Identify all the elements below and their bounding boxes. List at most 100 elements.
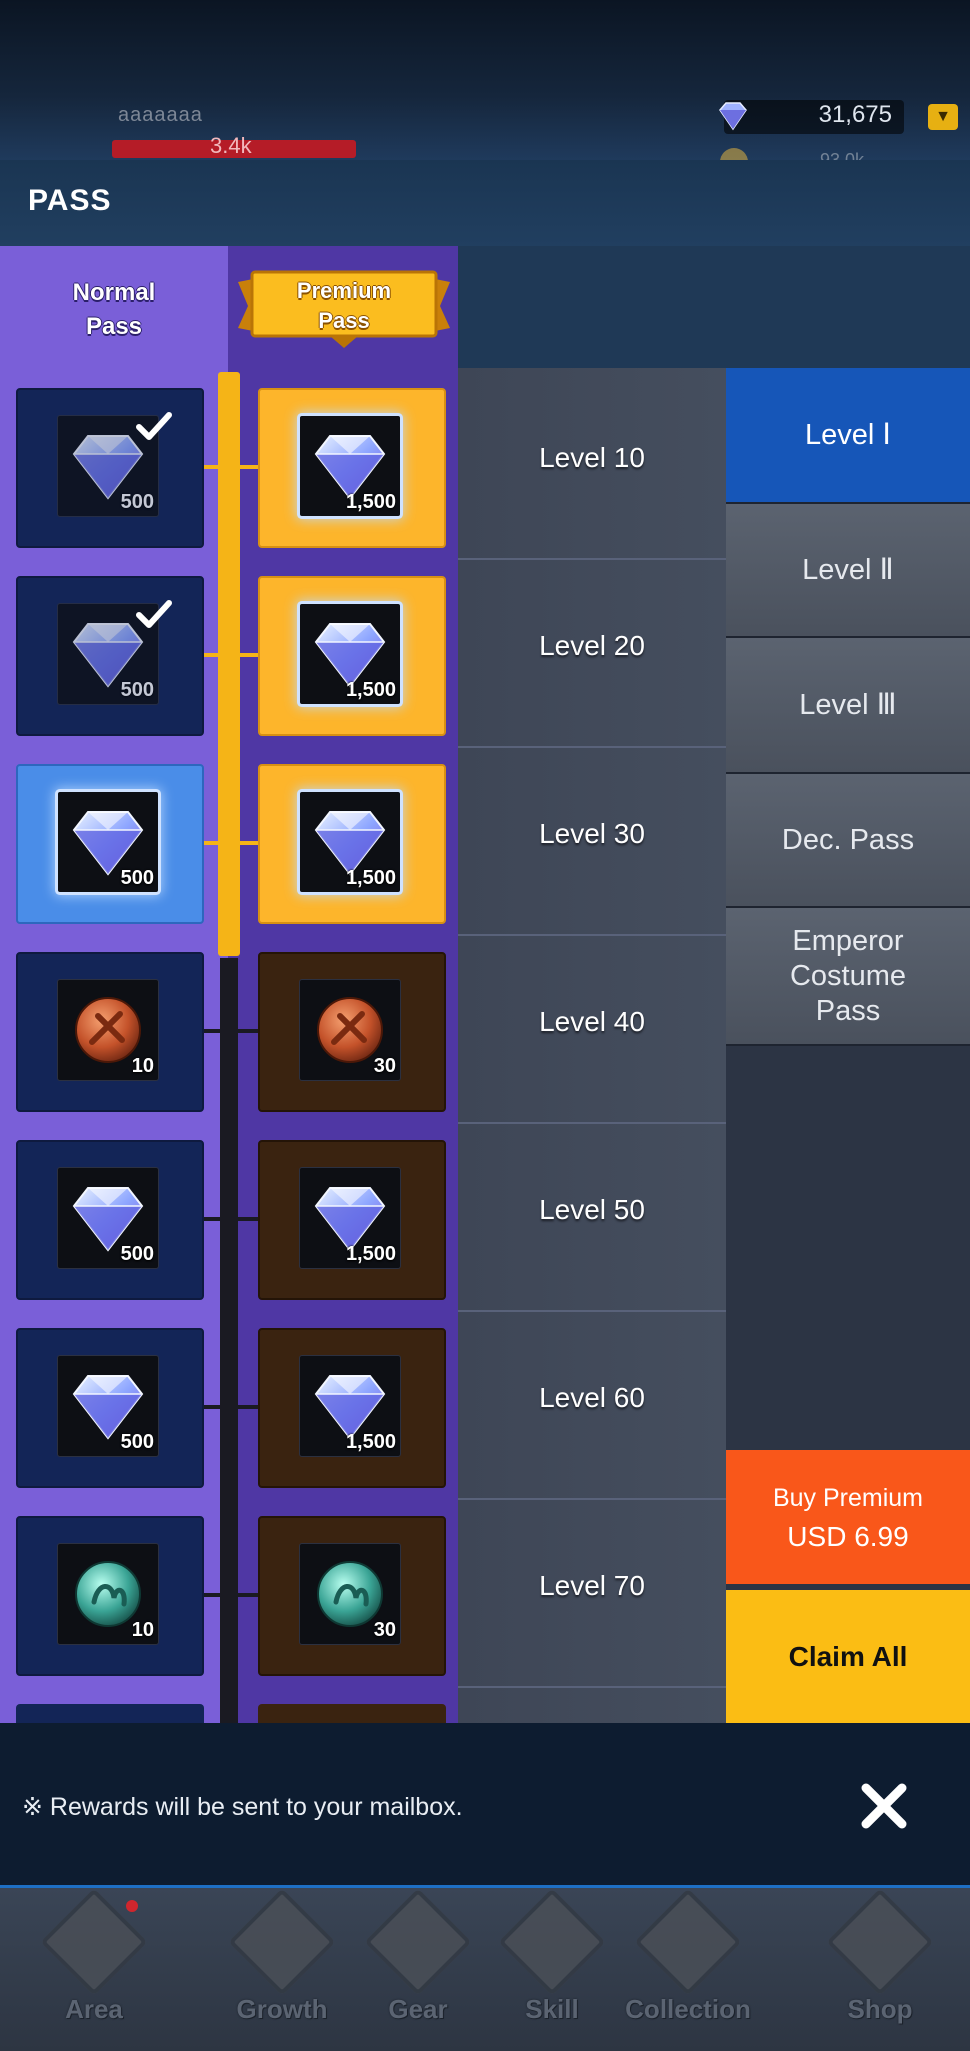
level-label: Level 10 xyxy=(539,442,645,473)
level-label: Level 30 xyxy=(539,818,645,849)
normal-reward-card[interactable]: 10 xyxy=(16,1516,204,1676)
buy-premium-button[interactable]: Buy Premium USD 6.99 xyxy=(726,1450,970,1584)
bottom-nav xyxy=(0,1885,970,2051)
chest-icon xyxy=(826,1888,934,1996)
checkmark-icon xyxy=(136,412,172,440)
tab-level-1[interactable]: Level Ⅰ xyxy=(726,368,970,504)
row-divider xyxy=(458,1686,726,1688)
level-label: Level 70 xyxy=(539,1570,645,1601)
track-connector xyxy=(198,1020,260,1040)
gem-counter[interactable] xyxy=(724,100,904,134)
reward-quantity: 1,500 xyxy=(345,1431,396,1453)
coin-icon xyxy=(720,148,748,162)
normal-reward-card-partial xyxy=(16,1704,204,1723)
normal-reward-card[interactable]: 500 xyxy=(16,764,204,924)
reward-slot: 10 xyxy=(58,980,158,1080)
nav-label: Shop xyxy=(847,1994,913,2024)
premium-reward-card[interactable]: 1,500 xyxy=(258,576,446,736)
player-name: aaaaaaa xyxy=(118,104,203,126)
premium-pass-label-line1: Premium xyxy=(296,278,392,303)
notice-bar xyxy=(0,1723,970,1885)
normal-pass-label-line1: Normal xyxy=(72,279,156,306)
reward-slot: 1,500 xyxy=(300,1356,400,1456)
level-label: Level 50 xyxy=(539,1194,645,1225)
normal-reward-card[interactable]: 500 xyxy=(16,388,204,548)
nav-growth[interactable]: Growth xyxy=(222,1888,342,2040)
normal-pass-label: Normal Pass xyxy=(0,276,228,344)
nav-label: Gear xyxy=(388,1994,448,2024)
reward-row-level-60: 500 1,500 Level 60 xyxy=(0,1312,726,1500)
track-connector xyxy=(198,644,260,664)
premium-reward-card[interactable]: 1,500 xyxy=(258,1140,446,1300)
reward-slot: 1,500 xyxy=(300,792,400,892)
tab-label-line2: Costume xyxy=(789,959,907,992)
progress-track-filled xyxy=(218,372,240,956)
tab-label-line1: Emperor xyxy=(792,924,904,957)
reward-row-level-30: 500 1,500 Level 30 xyxy=(0,748,726,936)
book-icon xyxy=(634,1888,742,1996)
tab-label: Dec. Pass xyxy=(781,823,915,856)
normal-reward-card[interactable]: 500 xyxy=(16,576,204,736)
track-connector xyxy=(198,1396,260,1416)
normal-reward-card[interactable]: 500 xyxy=(16,1328,204,1488)
nav-label: Area xyxy=(65,1994,123,2024)
progress-track xyxy=(220,958,238,1723)
nav-label: Growth xyxy=(236,1994,328,2024)
premium-pass-label: Premium Pass xyxy=(250,276,438,336)
reward-row-level-40: 10 30 Level 40 xyxy=(0,936,726,1124)
nav-gear[interactable]: Gear xyxy=(358,1888,478,2040)
reward-slot: 1,500 xyxy=(300,604,400,704)
premium-reward-card[interactable]: 30 xyxy=(258,952,446,1112)
dropdown-button[interactable]: ▼ xyxy=(928,104,958,130)
row-divider xyxy=(458,1310,726,1312)
reward-row-level-50: 500 1,500 Level 50 xyxy=(0,1124,726,1312)
buy-premium-label: Buy Premium xyxy=(772,1484,924,1512)
reward-row-level-70: 10 30 Level 70 xyxy=(0,1500,726,1688)
tab-emperor-costume-pass[interactable]: Emperor Costume Pass xyxy=(726,908,970,1046)
reward-slot: 500 xyxy=(58,1168,158,1268)
hp-bar xyxy=(112,140,356,158)
reward-slot: 1,500 xyxy=(300,416,400,516)
level-column xyxy=(458,368,726,1723)
reward-quantity: 10 xyxy=(131,1619,154,1641)
reward-quantity: 1,500 xyxy=(345,1243,396,1265)
row-divider xyxy=(458,934,726,936)
track-connector xyxy=(198,1208,260,1228)
reward-quantity: 500 xyxy=(120,1431,154,1453)
tab-level-2[interactable]: Level Ⅱ xyxy=(726,504,970,638)
tab-label: Level Ⅲ xyxy=(799,688,897,721)
notification-dot xyxy=(126,1900,138,1912)
reward-row-level-10: 500 1,500 Level 10 xyxy=(0,372,726,560)
level-label: Level 40 xyxy=(539,1006,645,1037)
premium-reward-card[interactable]: 1,500 xyxy=(258,764,446,924)
normal-reward-card[interactable]: 10 xyxy=(16,952,204,1112)
reward-quantity: 1,500 xyxy=(345,679,396,701)
nav-skill[interactable]: Skill xyxy=(492,1888,612,2040)
row-divider xyxy=(458,1122,726,1124)
tab-level-3[interactable]: Level Ⅲ xyxy=(726,638,970,774)
tab-dec-pass[interactable]: Dec. Pass xyxy=(726,774,970,908)
row-divider xyxy=(458,746,726,748)
tab-label: Level Ⅱ xyxy=(802,553,894,586)
nav-area[interactable]: Area xyxy=(34,1888,154,2040)
row-divider xyxy=(458,558,726,560)
reward-slot: 30 xyxy=(300,1544,400,1644)
claim-all-button[interactable]: Claim All xyxy=(726,1590,970,1723)
close-icon[interactable] xyxy=(856,1778,912,1834)
nav-label: Skill xyxy=(525,1994,579,2024)
premium-reward-card[interactable]: 1,500 xyxy=(258,388,446,548)
premium-reward-card[interactable]: 30 xyxy=(258,1516,446,1676)
armor-icon xyxy=(364,1888,472,1996)
premium-reward-card[interactable]: 1,500 xyxy=(258,1328,446,1488)
nav-shop[interactable]: Shop xyxy=(820,1888,940,2040)
notice-text: ※ Rewards will be sent to your mailbox. xyxy=(22,1793,463,1821)
normal-pass-header xyxy=(0,246,228,368)
level-label: Level 20 xyxy=(539,630,645,661)
track-connector xyxy=(198,832,260,852)
nav-collection[interactable]: Collection xyxy=(625,1888,751,2040)
normal-reward-card[interactable]: 500 xyxy=(16,1140,204,1300)
reward-quantity: 500 xyxy=(120,679,154,701)
tab-label-line3: Pass xyxy=(815,994,881,1027)
reward-quantity: 1,500 xyxy=(345,867,396,889)
reward-quantity: 30 xyxy=(373,1619,396,1641)
